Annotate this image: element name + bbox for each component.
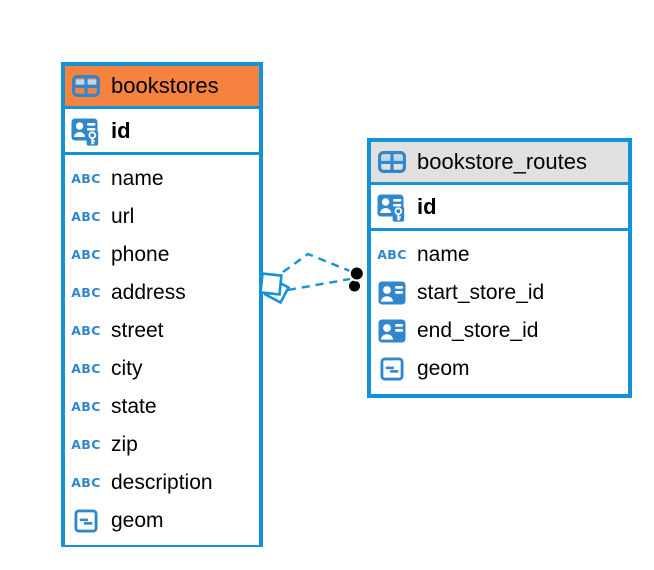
column-name: description (111, 471, 213, 494)
column-name: address (111, 281, 186, 304)
text-type-icon: ABC (71, 398, 101, 414)
column-row[interactable]: ABC street (65, 312, 259, 350)
column-name: url (111, 205, 135, 228)
table-title: bookstores (111, 73, 219, 98)
primary-key-icon (376, 192, 408, 222)
column-name: id (417, 193, 437, 219)
column-row[interactable]: ABC url (65, 198, 259, 236)
table-node-bookstore-routes[interactable]: bookstore_routes id ABC name (367, 138, 632, 398)
text-type-icon: ABC (71, 474, 101, 490)
column-name: street (111, 319, 164, 342)
geometry-type-icon (376, 357, 408, 381)
column-name: start_store_id (417, 281, 545, 304)
column-list: ABC name ABC url ABC phone ABC address A… (65, 155, 259, 545)
column-name: city (111, 357, 143, 380)
table-header-bookstore-routes[interactable]: bookstore_routes (371, 142, 628, 185)
table-icon (70, 75, 102, 97)
column-row[interactable]: start_store_id (371, 274, 628, 312)
column-row[interactable]: ABC name (371, 236, 628, 274)
column-name: state (111, 395, 157, 418)
text-type-icon: ABC (377, 246, 407, 262)
column-name: geom (111, 509, 164, 532)
column-name: name (111, 167, 164, 190)
column-row[interactable]: geom (65, 502, 259, 540)
text-type-icon: ABC (71, 170, 101, 186)
column-row-pk[interactable]: id (65, 109, 259, 155)
geometry-type-icon (70, 509, 102, 533)
column-row[interactable]: ABC phone (65, 236, 259, 274)
column-list: ABC name start_store_id (371, 231, 628, 393)
primary-key-icon (70, 116, 102, 146)
column-row[interactable]: ABC description (65, 464, 259, 502)
column-row[interactable]: ABC zip (65, 426, 259, 464)
column-name: end_store_id (417, 319, 539, 342)
reference-id-icon (376, 319, 408, 343)
text-type-icon: ABC (71, 284, 101, 300)
dot-end-marker (347, 265, 365, 294)
column-row[interactable]: ABC name (65, 160, 259, 198)
many-end-marker (259, 272, 291, 305)
reference-id-icon (376, 281, 408, 305)
column-row-pk[interactable]: id (371, 185, 628, 231)
relationship-line-lower[interactable] (287, 277, 351, 292)
column-name: name (417, 243, 470, 266)
text-type-icon: ABC (71, 322, 101, 338)
relationship-line-upper[interactable] (282, 252, 351, 273)
column-name: id (111, 117, 131, 143)
column-row[interactable]: ABC state (65, 388, 259, 426)
column-name: geom (417, 357, 470, 380)
text-type-icon: ABC (71, 436, 101, 452)
column-row[interactable]: ABC address (65, 274, 259, 312)
column-row[interactable]: end_store_id (371, 312, 628, 350)
table-header-bookstores[interactable]: bookstores (65, 66, 259, 109)
text-type-icon: ABC (71, 208, 101, 224)
column-row[interactable]: geom (371, 350, 628, 388)
column-name: phone (111, 243, 170, 266)
table-icon (376, 151, 408, 173)
text-type-icon: ABC (71, 246, 101, 262)
relationship-connector[interactable] (259, 252, 365, 305)
table-node-bookstores[interactable]: bookstores id ABC name ABC ur (61, 62, 263, 547)
column-name: zip (111, 433, 138, 456)
column-row[interactable]: ABC city (65, 350, 259, 388)
table-title: bookstore_routes (417, 149, 587, 174)
text-type-icon: ABC (71, 360, 101, 376)
